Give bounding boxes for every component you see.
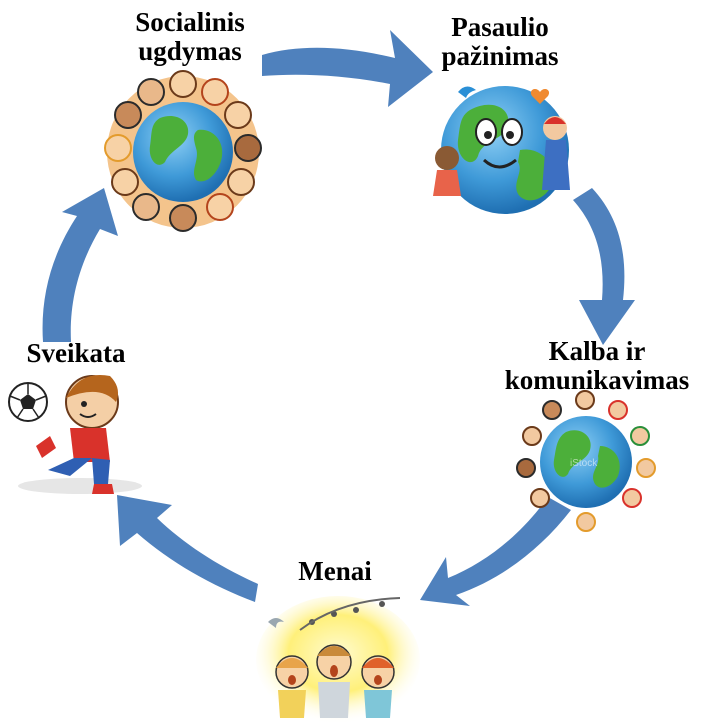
- child-faces-ring: [104, 70, 262, 232]
- boy-kicking-ball-picture: [8, 374, 142, 494]
- label-socialinis-ugdymas: Socialinis ugdymas: [95, 8, 285, 66]
- label-line: Kalba ir: [548, 336, 646, 366]
- soccer-ball-icon: [8, 382, 48, 422]
- smiling-globe-picture: [433, 86, 570, 214]
- arrow-kalba-to-menai: [420, 497, 571, 606]
- label-line: pažinimas: [441, 41, 559, 71]
- boy-figure: [36, 374, 119, 494]
- label-line: Pasaulio: [451, 12, 549, 42]
- label-line: komunikavimas: [504, 365, 690, 395]
- cycle-arrows: [42, 30, 635, 606]
- heart-icon: [530, 89, 550, 104]
- label-kalba-ir-komunikavimas: Kalba ir komunikavimas: [492, 337, 702, 395]
- children-around-globe-picture-2: iStock: [516, 390, 656, 532]
- child-singer-middle: [316, 644, 352, 718]
- bird-icon: [458, 86, 476, 98]
- music-notes-icon: [299, 597, 401, 631]
- label-pasaulio-pazinimas: Pasaulio pažinimas: [405, 13, 595, 71]
- child-singer-right: [361, 655, 395, 718]
- child-singer-left: [275, 655, 309, 718]
- girl-figure: [433, 146, 461, 196]
- children-around-globe-picture: [104, 70, 262, 232]
- label-line: Sveikata: [26, 338, 126, 368]
- boy-figure: [542, 116, 570, 190]
- label-line: ugdymas: [138, 36, 242, 66]
- label-sveikata: Sveikata: [6, 339, 146, 368]
- label-menai: Menai: [270, 557, 400, 586]
- bird-icon: [268, 618, 284, 628]
- label-line: Menai: [298, 556, 372, 586]
- child-figures-ring: [516, 390, 656, 532]
- arrow-socialinis-to-pasaulio: [262, 30, 433, 107]
- singing-children-picture: [256, 596, 420, 724]
- arrow-pasaulio-to-kalba: [573, 188, 635, 345]
- stock-watermark: iStock: [570, 458, 598, 469]
- arrow-sveikata-to-socialinis: [42, 188, 118, 342]
- label-line: Socialinis: [135, 7, 245, 37]
- arrow-menai-to-sveikata: [117, 495, 258, 602]
